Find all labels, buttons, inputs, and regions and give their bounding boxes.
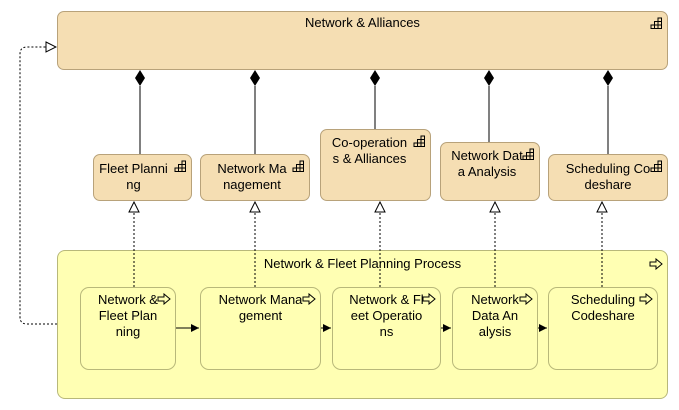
process-arrow-icon [519,293,533,305]
capability-label: Co-operations & Alliances [331,135,408,166]
process-arrow-icon [422,293,436,305]
process-arrow-icon [649,258,663,270]
capability-scheduling-codeshare[interactable]: Scheduling Codeshare [548,154,668,201]
process-label: Network & Fleet Operations [349,292,424,339]
capability-label: Network Management [217,161,287,192]
process-network-data-analysis[interactable]: Network Data Analysis [452,287,538,370]
process-network-fleet-operations[interactable]: Network & Fleet Operations [332,287,441,370]
composition-connector [484,70,494,142]
capability-icon [174,160,186,172]
capability-icon [650,160,662,172]
process-arrow-icon [639,293,653,305]
process-arrow-icon [157,293,171,305]
capability-label: Network & Alliances [305,15,420,30]
process-arrow-icon [302,293,316,305]
capability-label: Network Data Analysis [451,148,523,179]
capability-network-alliances[interactable]: Network & Alliances [57,11,668,70]
composition-connector [250,70,260,154]
capability-network-data-analysis[interactable]: Network Data Analysis [440,142,540,201]
process-label: Scheduling Codeshare [570,292,636,323]
capability-network-management[interactable]: Network Management [200,154,310,201]
capability-label: Fleet Planning [99,161,168,192]
capability-co-operations-alliances[interactable]: Co-operations & Alliances [320,129,431,201]
realization-connector [19,47,57,325]
process-label: Network Data Analysis [471,292,519,339]
composition-connector [603,70,613,154]
process-label: Network Management [218,292,303,323]
composition-connector [370,70,380,129]
process-network-fleet-planning[interactable]: Network & Fleet Planning [80,287,176,370]
capability-fleet-planning[interactable]: Fleet Planning [93,154,192,201]
capability-label: Scheduling Codeshare [565,161,651,192]
process-label: Network & Fleet Planning [98,292,158,339]
capability-icon [413,135,425,147]
capability-icon [650,17,662,29]
process-scheduling-codeshare[interactable]: Scheduling Codeshare [548,287,658,370]
capability-icon [522,148,534,160]
capability-icon [292,160,304,172]
process-network-management[interactable]: Network Management [200,287,321,370]
process-group-label: Network & Fleet Planning Process [263,256,462,271]
composition-connector [135,70,145,154]
